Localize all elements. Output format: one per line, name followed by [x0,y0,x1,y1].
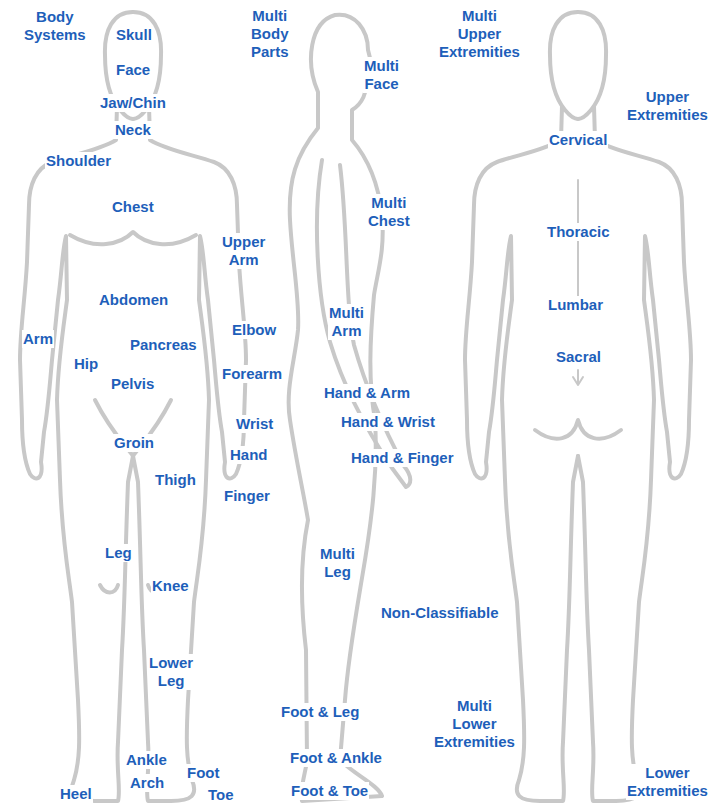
body-part-label: Face [115,61,151,79]
body-part-label: Foot & Ankle [289,749,383,767]
sacral-arrow [573,370,583,385]
body-part-label: Hand [229,446,269,464]
body-part-label: Cervical [548,131,608,149]
body-part-label: Pelvis [110,375,155,393]
body-part-label: Lumbar [547,296,604,314]
body-part-label: Multi Body Parts [250,7,290,61]
body-part-label: Sacral [555,348,602,366]
body-part-label: Thigh [154,471,197,489]
body-part-label: Multi Chest [367,194,411,230]
body-part-label: Hand & Finger [350,449,455,467]
body-part-label: Finger [223,487,271,505]
body-part-label: Leg [104,544,133,562]
body-part-label: Toe [207,786,235,804]
body-part-label: Chest [111,198,155,216]
body-part-label: Non-Classifiable [380,604,500,622]
body-part-label: Thoracic [546,223,611,241]
body-part-label: Shoulder [45,152,112,170]
body-part-label: Multi Face [363,57,400,93]
body-part-label: Lower Leg [148,654,194,690]
body-part-label: Heel [59,785,93,803]
groin-line [95,400,171,456]
body-part-label: Forearm [221,365,283,383]
body-part-label: Hand & Wrist [340,413,436,431]
body-part-label: Body Systems [23,8,87,44]
body-part-label: Foot & Leg [280,703,360,721]
body-part-label: Multi Leg [319,545,356,581]
side-outline [289,15,383,801]
body-part-label: Elbow [231,321,277,339]
body-part-label: Foot [186,764,220,782]
body-part-label: Multi Lower Extremities [433,697,516,751]
body-part-label: Arm [22,330,54,348]
body-part-label: Wrist [235,415,274,433]
body-part-label: Multi Arm [328,304,365,340]
body-part-label: Skull [115,26,153,44]
body-part-label: Knee [151,577,190,595]
body-part-label: Hand & Arm [323,384,411,402]
body-part-label: Upper Arm [221,233,266,269]
body-part-label: Jaw/Chin [99,94,167,112]
body-part-label: Arch [129,774,165,792]
body-part-label: Groin [113,434,155,452]
body-part-label: Ankle [125,751,168,769]
side-arm-outline [317,160,410,487]
body-part-label: Foot & Toe [290,782,369,800]
body-part-label: Lower Extremities [626,764,709,800]
body-part-label: Abdomen [98,291,169,309]
body-part-label: Neck [114,121,152,139]
body-part-label: Pancreas [129,336,198,354]
body-part-label: Hip [73,355,99,373]
body-part-label: Upper Extremities [626,88,709,124]
chest-line [70,232,196,244]
body-part-label: Multi Upper Extremities [438,7,521,61]
buttock-line [535,420,621,439]
